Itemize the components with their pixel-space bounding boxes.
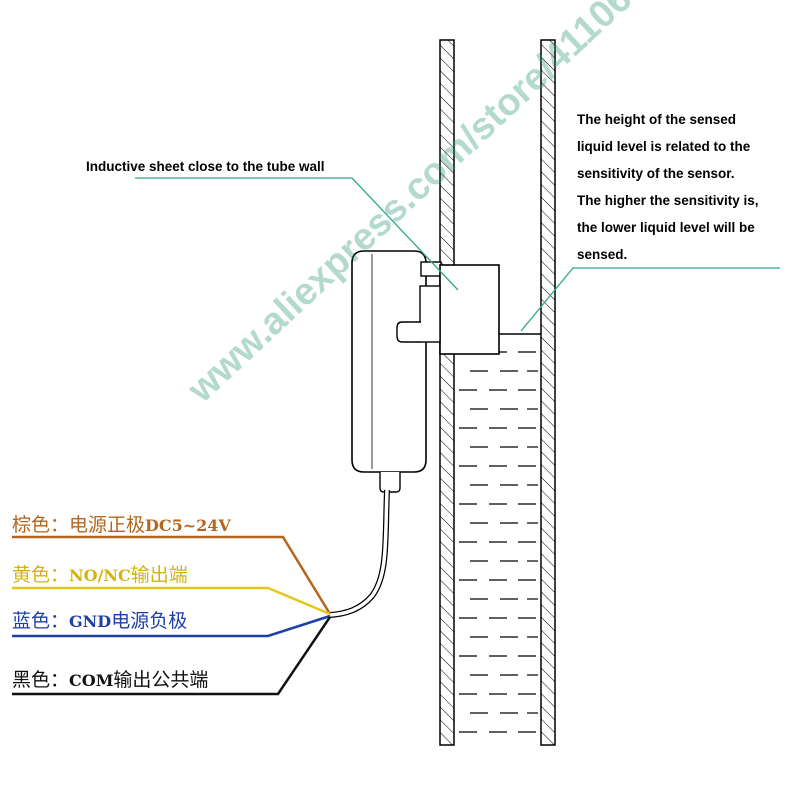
sensor-cable: [329, 489, 390, 618]
height-note-line: The higher the sensitivity is,: [577, 193, 759, 208]
wire-label-prefix: 黄色：: [12, 564, 70, 586]
wire-label-black: 黑色：COM输出公共端: [12, 665, 208, 692]
sheet-leader-line: [135, 177, 459, 291]
wire-label-suffix: 输出端: [130, 564, 188, 586]
sensor-cable-core: [329, 489, 389, 617]
wire-blue: [12, 614, 331, 638]
wire-label-suffix: 输出公共端: [113, 669, 209, 691]
height-note: The height of the sensed liquid level is…: [577, 106, 797, 268]
wire-yellow: [12, 586, 331, 616]
wire-black: [12, 616, 332, 696]
height-note-line: the lower liquid level will be: [577, 220, 755, 235]
sensor-housing: [351, 250, 427, 473]
wire-brown: [12, 535, 332, 615]
wire-label-suffix: 电源负极: [111, 610, 188, 632]
wire-label-blue: 蓝色：GND电源负极: [12, 606, 187, 633]
sensor-latch: [396, 321, 421, 343]
wire-label-code: GND: [69, 612, 112, 631]
wire-label-code: DC5~24V: [145, 516, 231, 535]
wire-label-yellow: 黄色：NO/NC输出端: [12, 560, 188, 587]
height-note-line: sensitivity of the sensor.: [577, 166, 735, 181]
height-note-line: sensed.: [577, 247, 628, 262]
sheet-label: Inductive sheet close to the tube wall: [86, 159, 325, 174]
liquid: [454, 333, 541, 733]
tube: [439, 39, 556, 746]
tube-left-wall: [439, 39, 455, 746]
level-leader-line: [520, 267, 780, 332]
height-note-line: liquid level is related to the: [577, 139, 751, 154]
wire-label-prefix: 棕色：电源正极: [12, 514, 146, 536]
wire-label-code: NO/NC: [69, 566, 131, 585]
wires: [12, 535, 332, 696]
wire-label-brown: 棕色：电源正极DC5~24V: [12, 510, 231, 537]
wire-label-prefix: 蓝色：: [12, 610, 70, 632]
wire-label-code: COM: [69, 671, 114, 690]
leader-lines: [135, 177, 780, 332]
inductive-sheet: [439, 264, 500, 355]
wire-label-prefix: 黑色：: [12, 669, 70, 691]
sensor-base: [379, 472, 401, 493]
sensor-clip: [419, 285, 441, 343]
tube-right-wall: [540, 39, 556, 746]
sensor: [329, 250, 500, 618]
height-note-line: The height of the sensed: [577, 112, 737, 127]
